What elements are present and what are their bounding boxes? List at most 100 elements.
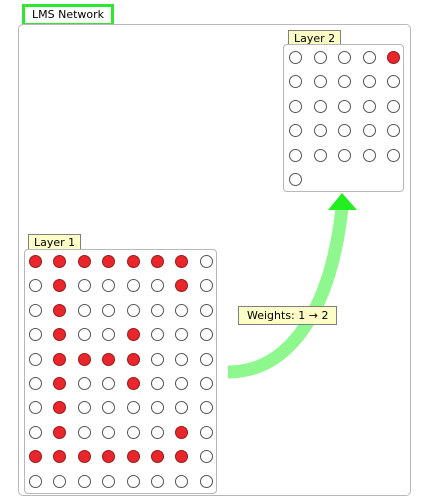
layer2-neuron[interactable]: [313, 75, 327, 89]
layer1-neuron[interactable]: [53, 255, 67, 268]
layer1-neuron[interactable]: [126, 328, 140, 342]
layer1-neuron[interactable]: [102, 474, 116, 488]
layer1-neuron[interactable]: [77, 425, 91, 439]
layer2-neuron[interactable]: [387, 124, 400, 138]
layer2-neuron[interactable]: [362, 99, 376, 113]
layer1-neuron[interactable]: [175, 425, 189, 439]
layer1-neuron[interactable]: [53, 303, 67, 317]
layer1-neuron[interactable]: [53, 450, 67, 464]
layer1-neuron[interactable]: [126, 377, 140, 390]
layer2-neuron[interactable]: [362, 75, 376, 89]
layer1-neuron[interactable]: [175, 401, 189, 415]
layer1-neuron[interactable]: [53, 474, 67, 488]
layer1-neuron[interactable]: [126, 352, 140, 366]
layer1-neuron[interactable]: [199, 352, 213, 366]
layer1-neuron[interactable]: [126, 255, 140, 268]
layer1-neuron[interactable]: [151, 377, 164, 390]
layer1-neuron[interactable]: [126, 474, 140, 488]
layer1-neuron[interactable]: [151, 450, 164, 464]
layer2-neuron[interactable]: [313, 51, 327, 64]
layer1-neuron[interactable]: [126, 450, 140, 464]
layer1-neuron[interactable]: [77, 474, 91, 488]
layer1-neuron[interactable]: [102, 303, 116, 317]
layer1-neuron[interactable]: [77, 279, 91, 293]
layer1-neuron[interactable]: [151, 352, 164, 366]
layer2-neuron[interactable]: [338, 148, 351, 162]
layer2-neuron[interactable]: [289, 99, 302, 113]
layer1-neuron[interactable]: [102, 328, 116, 342]
layer1-neuron[interactable]: [29, 377, 42, 390]
layer1-neuron[interactable]: [175, 377, 189, 390]
layer1-neuron[interactable]: [29, 328, 42, 342]
layer1-neuron[interactable]: [102, 352, 116, 366]
layer2-neuron[interactable]: [313, 148, 327, 162]
layer1-neuron[interactable]: [102, 377, 116, 390]
layer2-neuron[interactable]: [387, 99, 400, 113]
layer2-neuron[interactable]: [289, 75, 302, 89]
layer1-neuron[interactable]: [199, 255, 213, 268]
layer1-neuron[interactable]: [29, 474, 42, 488]
layer1-neuron[interactable]: [126, 401, 140, 415]
layer1-neuron[interactable]: [151, 401, 164, 415]
layer2-neuron[interactable]: [338, 75, 351, 89]
layer2-neuron[interactable]: [289, 148, 302, 162]
weights-label[interactable]: Weights: 1 → 2: [238, 306, 338, 325]
layer1-neuron[interactable]: [29, 425, 42, 439]
layer2-neuron[interactable]: [313, 124, 327, 138]
layer1-neuron[interactable]: [199, 401, 213, 415]
layer1-neuron[interactable]: [175, 352, 189, 366]
layer1-neuron[interactable]: [102, 450, 116, 464]
layer1-neuron[interactable]: [53, 328, 67, 342]
layer1-neuron[interactable]: [199, 450, 213, 464]
layer1-neuron[interactable]: [199, 377, 213, 390]
layer1-neuron[interactable]: [77, 255, 91, 268]
layer1-neuron[interactable]: [175, 303, 189, 317]
layer1-neuron[interactable]: [175, 279, 189, 293]
layer2-neuron[interactable]: [338, 99, 351, 113]
layer1-neuron[interactable]: [151, 255, 164, 268]
layer1-neuron[interactable]: [126, 303, 140, 317]
layer1-neuron[interactable]: [53, 352, 67, 366]
layer1-neuron[interactable]: [29, 255, 42, 268]
layer1-neuron[interactable]: [199, 474, 213, 488]
layer1-neuron[interactable]: [175, 255, 189, 268]
layer1-neuron[interactable]: [175, 474, 189, 488]
layer1-neuron[interactable]: [77, 352, 91, 366]
layer2-neuron[interactable]: [338, 124, 351, 138]
layer1-neuron[interactable]: [29, 401, 42, 415]
layer1-neuron[interactable]: [53, 377, 67, 390]
layer1-neuron[interactable]: [77, 377, 91, 390]
layer1-neuron[interactable]: [53, 425, 67, 439]
layer1-neuron[interactable]: [77, 303, 91, 317]
layer1-neuron[interactable]: [199, 303, 213, 317]
layer2-neuron[interactable]: [289, 173, 302, 186]
layer2-panel[interactable]: [283, 44, 404, 192]
layer2-neuron[interactable]: [338, 51, 351, 64]
layer1-neuron[interactable]: [77, 401, 91, 415]
layer2-neuron[interactable]: [313, 99, 327, 113]
layer1-neuron[interactable]: [199, 425, 213, 439]
layer1-neuron[interactable]: [53, 279, 67, 293]
layer1-neuron[interactable]: [151, 303, 164, 317]
layer1-neuron[interactable]: [53, 401, 67, 415]
layer2-neuron[interactable]: [362, 124, 376, 138]
layer2-neuron[interactable]: [289, 51, 302, 64]
layer1-neuron[interactable]: [77, 328, 91, 342]
layer2-neuron[interactable]: [362, 148, 376, 162]
layer1-neuron[interactable]: [29, 352, 42, 366]
layer1-neuron[interactable]: [175, 450, 189, 464]
layer1-neuron[interactable]: [126, 279, 140, 293]
layer1-neuron[interactable]: [29, 303, 42, 317]
layer1-neuron[interactable]: [102, 279, 116, 293]
layer1-neuron[interactable]: [151, 474, 164, 488]
layer1-neuron[interactable]: [175, 328, 189, 342]
layer1-neuron[interactable]: [102, 401, 116, 415]
layer1-neuron[interactable]: [151, 425, 164, 439]
layer1-neuron[interactable]: [29, 450, 42, 464]
layer1-neuron[interactable]: [151, 328, 164, 342]
layer1-neuron[interactable]: [29, 279, 42, 293]
layer2-neuron[interactable]: [387, 51, 400, 64]
layer2-neuron[interactable]: [387, 148, 400, 162]
layer1-panel[interactable]: [24, 249, 217, 494]
layer2-neuron[interactable]: [362, 51, 376, 64]
